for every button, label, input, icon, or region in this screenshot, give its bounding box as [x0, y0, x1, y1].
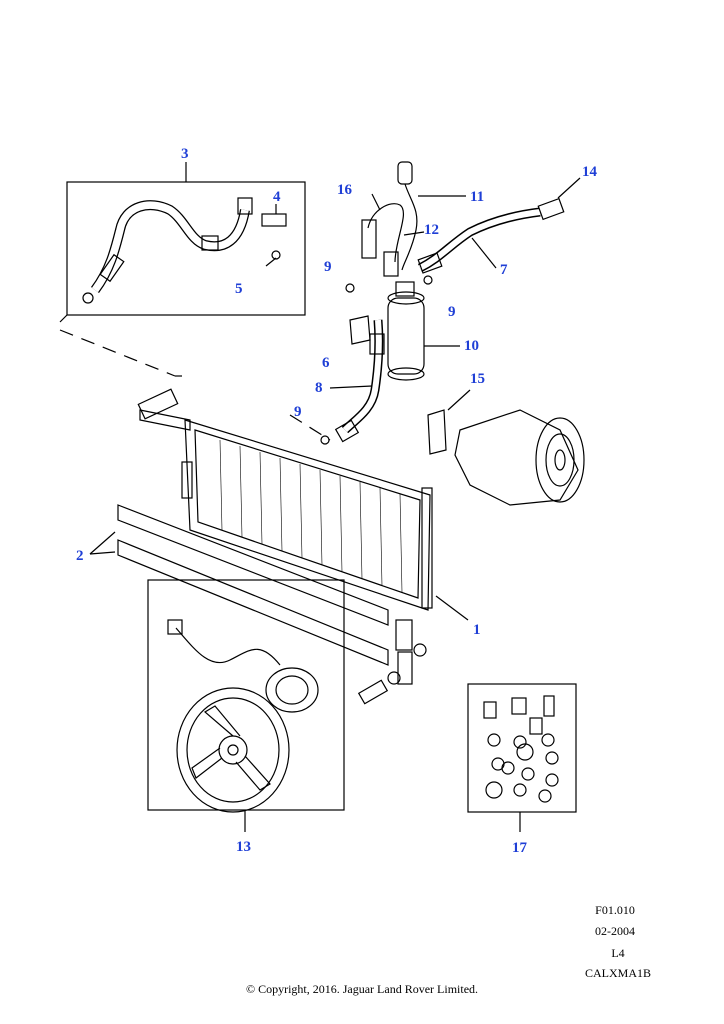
hose-detail-box [66, 162, 306, 316]
copyright-notice: © Copyright, 2016. Jaguar Land Rover Lim… [245, 982, 479, 996]
callout-11: 11 [470, 189, 485, 205]
fan-box [147, 579, 345, 832]
callout-16: 16 [337, 182, 352, 198]
callout-15: 15 [470, 371, 485, 387]
condenser-fins [219, 439, 403, 593]
callout-13: 13 [236, 839, 251, 855]
pressure-sensor-hoses [361, 161, 466, 277]
callout-17: 17 [512, 840, 527, 856]
callout-8: 8 [315, 380, 323, 396]
receiver-drier [349, 281, 460, 381]
callout-4: 4 [273, 189, 281, 205]
callout-9-right: 9 [448, 304, 456, 320]
hose-7 [417, 177, 581, 274]
condenser [137, 388, 469, 621]
fasteners [357, 619, 427, 705]
hose-8 [329, 319, 385, 443]
diagram-code: F01.010 [595, 903, 635, 917]
diagram-level: L4 [611, 946, 625, 960]
callout-7: 7 [500, 262, 508, 278]
callout-14: 14 [582, 164, 597, 180]
callout-2: 2 [76, 548, 84, 564]
callout-9-bottom: 9 [294, 404, 302, 420]
callout-5: 5 [235, 281, 243, 297]
callout-6: 6 [322, 355, 330, 371]
callout-1: 1 [473, 622, 481, 638]
compressor [427, 389, 585, 506]
connector-lines [59, 314, 331, 441]
diagram-date: 02-2004 [595, 924, 635, 938]
callout-12: 12 [424, 222, 439, 238]
hardware-kit-box [467, 683, 577, 832]
callout-9-top: 9 [324, 259, 332, 275]
brackets [89, 504, 389, 666]
callout-10: 10 [464, 338, 479, 354]
diagram-reference: CALXMA1B [584, 966, 651, 980]
callout-3: 3 [181, 146, 189, 162]
